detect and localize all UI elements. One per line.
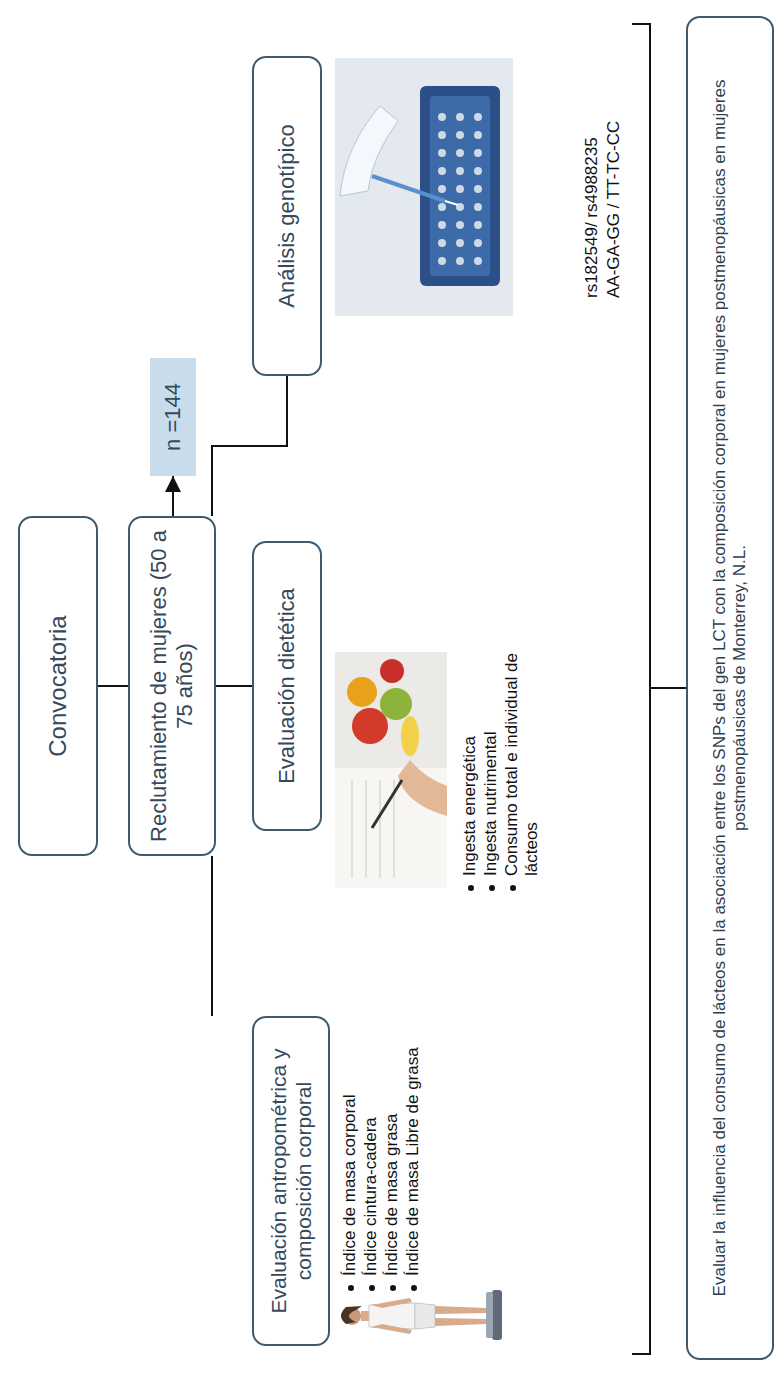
leg — [435, 1318, 486, 1326]
scale-plate — [492, 1290, 502, 1340]
bullet-item: Consumo total e individual de lácteos — [502, 626, 543, 876]
bullet-item: Índice de masa Libre de grasa — [403, 1026, 423, 1276]
bullet-dot — [411, 1285, 417, 1291]
arm — [371, 1324, 412, 1334]
pipette — [372, 176, 445, 201]
node-text: Evaluar la influencia del consumo de lác… — [710, 30, 751, 1346]
fruit — [401, 716, 419, 756]
node-text: Reclutamiento de mujeres (50 a 75 años) — [146, 530, 199, 842]
connector-line — [211, 856, 213, 1016]
label-text: Índice de masa Libre de grasa — [403, 1026, 423, 1276]
bullet-dot — [369, 1285, 375, 1291]
fruit — [347, 677, 377, 707]
connector-line — [212, 376, 287, 516]
bullet-dot — [489, 885, 495, 891]
hair — [341, 1306, 362, 1324]
dietary-photo-illustration — [335, 652, 447, 888]
leg — [435, 1306, 486, 1314]
node-text: Convocatoria — [44, 615, 73, 756]
label-text: AA-GA-GG / TT-TC-CC — [604, 28, 624, 298]
fruit — [380, 659, 404, 683]
process-box: Evaluación antropométrica y composición … — [252, 1016, 330, 1346]
label-text: Índice de masa corporal — [340, 1026, 360, 1276]
paper-line — [352, 780, 353, 878]
wells — [438, 113, 482, 265]
bullet-item: Índice cintura-cadera — [361, 1026, 381, 1276]
bullet-dot — [468, 885, 474, 891]
bullet-dot — [510, 885, 516, 891]
process-box: Reclutamiento de mujeres (50 a 75 años) — [128, 516, 216, 856]
scale-top — [486, 1292, 493, 1338]
well-plate — [430, 96, 490, 276]
bullet-item: Índice de masa grasa — [382, 1026, 402, 1276]
arm — [371, 1298, 412, 1308]
bullet-dot — [390, 1285, 396, 1291]
connector-line — [216, 685, 252, 687]
node-text: Análisis genotípico — [274, 124, 300, 307]
node-text: Evaluación antropométrica y composición … — [266, 1030, 316, 1332]
pipette-tip — [445, 201, 458, 205]
shorts — [415, 1303, 435, 1329]
process-box: Convocatoria — [18, 516, 98, 856]
process-box: Análisis genotípico — [252, 56, 322, 376]
genotyping-photo-illustration — [335, 58, 513, 316]
label-text: Consumo total e individual de lácteos — [502, 626, 543, 876]
fruit — [352, 708, 388, 744]
photo-ground — [335, 58, 513, 316]
connector-line — [98, 685, 128, 687]
paper-line — [366, 780, 367, 878]
bracket — [632, 24, 686, 1354]
woman-on-scale-illustration — [341, 1290, 502, 1340]
label-text: Índice de masa grasa — [382, 1026, 402, 1276]
process-box: Evaluación dietética — [252, 541, 322, 831]
genotype-label: AA-GA-GG / TT-TC-CC — [604, 28, 624, 298]
count-badge: n =144 — [150, 358, 196, 476]
label-text: Ingesta nutrimental — [481, 626, 501, 876]
bullet-item: Ingesta nutrimental — [481, 626, 501, 876]
bullet-item: Ingesta energética — [460, 626, 480, 876]
bullet-dot — [348, 1285, 354, 1291]
bracket-stem — [650, 687, 686, 689]
connector-arrow — [172, 476, 174, 516]
fruit — [380, 688, 412, 720]
plate-device — [420, 86, 500, 286]
torso — [369, 1303, 415, 1329]
node-text: n =144 — [160, 383, 186, 451]
label-text: rs182549/ rs4988235 — [582, 28, 602, 298]
neck — [361, 1311, 369, 1321]
node-text: Evaluación dietética — [274, 588, 300, 784]
genotype-label: rs182549/ rs4988235 — [582, 28, 602, 298]
objective-box: Evaluar la influencia del consumo de lác… — [686, 16, 774, 1360]
label-text: Ingesta energética — [460, 626, 480, 876]
bullet-item: Índice de masa corporal — [340, 1026, 360, 1276]
hand — [398, 760, 447, 816]
photo-ground — [335, 652, 447, 888]
paper-line — [380, 780, 381, 878]
label-text: Índice cintura-cadera — [361, 1026, 381, 1276]
bracket-line — [632, 24, 650, 1354]
pen — [372, 780, 402, 828]
